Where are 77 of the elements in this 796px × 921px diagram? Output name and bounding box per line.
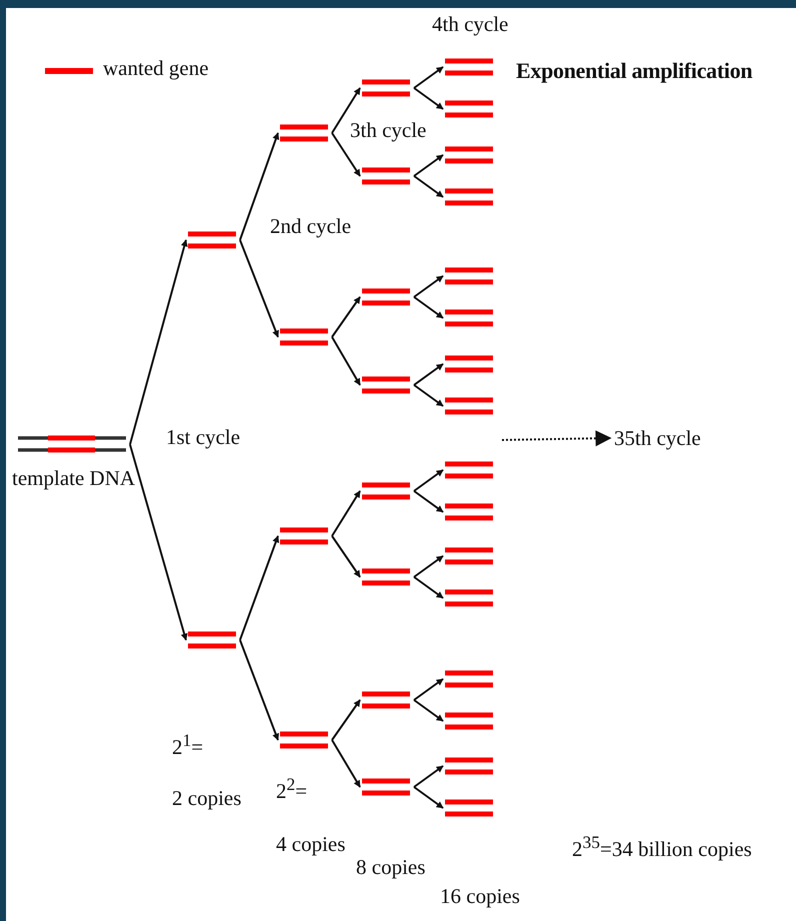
dna-copy-drawing — [445, 799, 493, 817]
dna-copy-drawing — [445, 355, 493, 373]
legend-label: wanted gene — [103, 56, 209, 80]
arrow — [331, 739, 361, 788]
arrow — [413, 296, 444, 319]
arrow — [239, 132, 280, 240]
dna-copy-drawing — [280, 124, 328, 142]
arrow — [413, 66, 444, 89]
copy-count-label: 2 copies — [172, 786, 242, 810]
dna-copy-drawing — [362, 376, 410, 394]
arrow — [331, 296, 361, 338]
arrow — [413, 678, 444, 701]
arrow — [129, 239, 188, 445]
arrow — [331, 699, 361, 741]
arrow — [413, 154, 444, 177]
dna-copy-drawing — [445, 146, 493, 164]
dna-copy-drawing — [362, 778, 410, 796]
copy-count-label: 8 copies — [356, 855, 426, 880]
dna-copy-drawing — [445, 267, 493, 285]
copy-count-label: 4 copies — [276, 832, 346, 856]
dna-copy-drawing — [188, 631, 236, 649]
arrow — [331, 535, 361, 578]
dna-copy-drawing — [445, 309, 493, 327]
arrow — [331, 132, 361, 177]
arrow — [129, 444, 188, 641]
arrow — [331, 87, 361, 134]
copy-count-label: 16 copies — [440, 884, 520, 908]
dna-copy-drawing — [445, 503, 493, 521]
dna-copy-drawing — [445, 461, 493, 479]
arrow — [239, 240, 279, 338]
arrow — [413, 786, 444, 809]
dna-copy-drawing — [445, 589, 493, 607]
dotted-arrow — [502, 430, 612, 446]
arrow — [413, 275, 444, 298]
dna-copy-drawing — [445, 670, 493, 688]
arrow — [413, 87, 444, 110]
arrow — [413, 490, 444, 513]
arrow — [413, 363, 444, 386]
arrow — [413, 699, 444, 722]
dna-copy-drawing — [445, 547, 493, 565]
cycle-label: 35th cycle — [614, 426, 701, 450]
copy-count-label: 2$^{2}$= — [276, 774, 308, 804]
dna-copy-drawing — [280, 328, 328, 346]
dna-copy-drawing — [362, 288, 410, 306]
arrow — [239, 535, 280, 640]
cycle-label: 1st cycle — [166, 425, 240, 450]
arrow — [413, 765, 444, 788]
copy-count-label: 2$^{35}$=34 billion copies — [572, 832, 752, 862]
dna-copy-drawing — [362, 482, 410, 500]
dna-copy-drawing — [362, 691, 410, 709]
dna-copy-drawing — [188, 231, 236, 249]
arrow — [413, 384, 444, 407]
cycle-label: 2nd cycle — [270, 214, 352, 238]
cycle-label: 3th cycle — [350, 118, 426, 142]
dna-copy-drawing — [445, 397, 493, 415]
cycle-label: 4th cycle — [432, 12, 508, 36]
dna-copy-drawing — [445, 757, 493, 775]
arrow — [331, 336, 361, 386]
dna-copy-drawing — [280, 731, 328, 749]
dna-copy-drawing — [280, 527, 328, 545]
dna-copy-drawing — [445, 58, 493, 76]
template-dna-drawing — [18, 435, 126, 454]
arrow — [413, 576, 444, 599]
dna-copy-drawing — [362, 79, 410, 97]
dna-copy-drawing — [445, 188, 493, 206]
dna-caption: template DNA — [12, 466, 136, 490]
copy-count-label: 2$^{1}$= — [172, 730, 204, 760]
dna-copy-drawing — [362, 167, 410, 185]
arrow — [331, 490, 361, 537]
dna-copy-drawing — [362, 568, 410, 586]
arrow — [413, 555, 444, 578]
dna-copy-drawing — [445, 100, 493, 118]
arrow — [413, 469, 444, 492]
arrow — [413, 175, 444, 198]
diagram-title: Exponential amplification — [516, 58, 752, 84]
arrow — [239, 640, 280, 741]
dna-copy-drawing — [445, 712, 493, 730]
